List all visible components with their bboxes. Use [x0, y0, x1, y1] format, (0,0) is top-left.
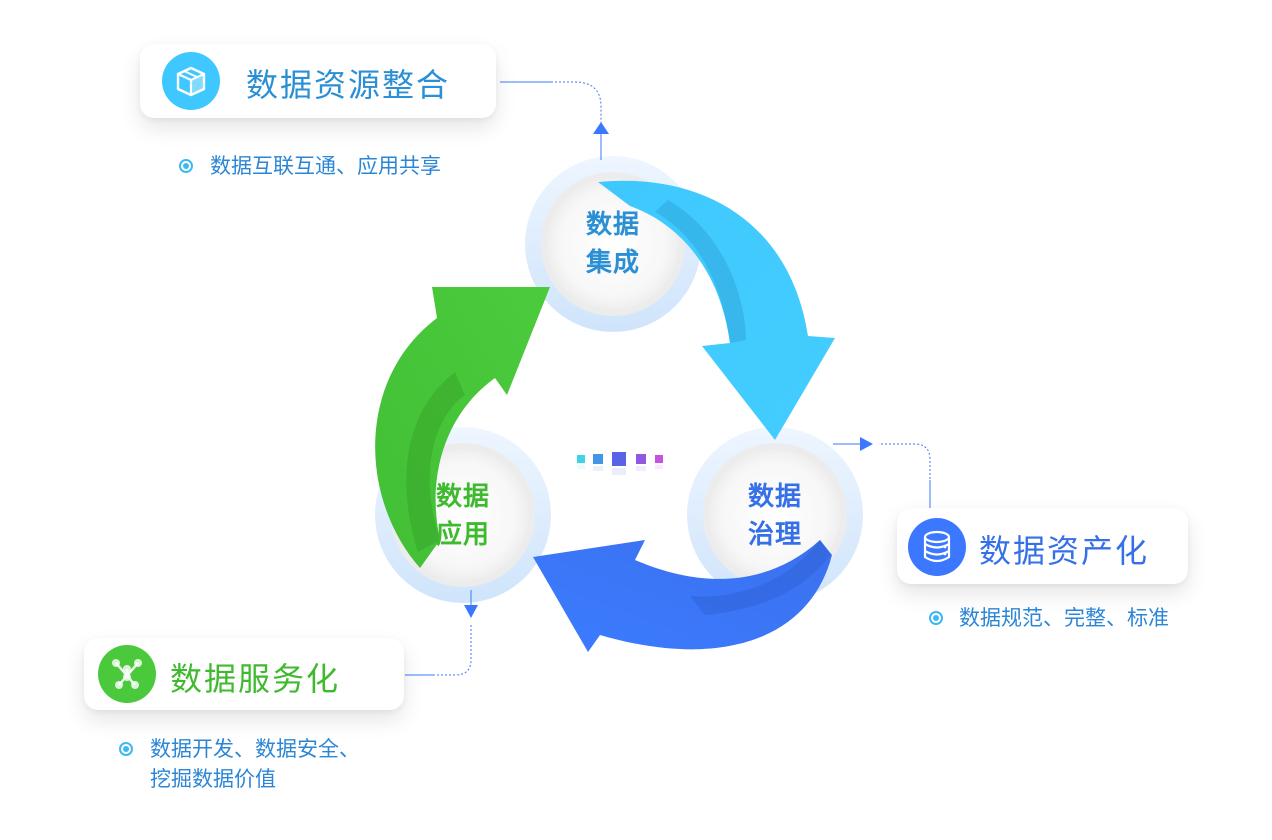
- arrow-governance-to-application: [533, 540, 832, 652]
- node-application-label: 数据 应用: [423, 478, 503, 554]
- node-application-line2: 应用: [435, 520, 490, 550]
- node-application-line1: 数据: [435, 482, 490, 512]
- node-governance-label: 数据 治理: [735, 478, 815, 554]
- center-square: [636, 454, 646, 464]
- node-governance-line2: 治理: [747, 520, 802, 550]
- node-governance-line1: 数据: [747, 482, 802, 512]
- bullet-dot-icon: [119, 742, 133, 756]
- connector-application: [405, 590, 478, 676]
- center-square-reflection: [577, 465, 585, 469]
- bullet-dot-icon: [929, 611, 943, 625]
- center-square: [612, 452, 626, 466]
- connector-governance: [833, 437, 931, 510]
- node-integration-line2: 集成: [585, 248, 640, 278]
- center-square-reflection: [593, 466, 603, 471]
- arrow-integration-to-governance: [598, 180, 835, 440]
- connector-integration: [500, 81, 609, 160]
- database-icon: [908, 518, 966, 576]
- box-icon: [162, 52, 220, 110]
- center-square-reflection: [655, 465, 663, 469]
- network-icon: [98, 645, 156, 703]
- node-integration-label: 数据 集成: [573, 206, 653, 282]
- card-assetization: 数据资产化: [897, 508, 1188, 584]
- card-servitization-bullet-2: 挖掘数据价值: [150, 767, 276, 791]
- center-square: [655, 455, 663, 463]
- center-square: [593, 454, 603, 464]
- center-square-reflection: [636, 466, 646, 471]
- center-square-reflection: [612, 468, 626, 475]
- card-resource-integration-title: 数据资源整合: [246, 66, 451, 104]
- card-assetization-bullet: 数据规范、完整、标准: [959, 606, 1169, 630]
- card-servitization-title: 数据服务化: [170, 660, 341, 698]
- center-squares: [577, 452, 663, 475]
- card-assetization-title: 数据资产化: [979, 532, 1150, 570]
- card-resource-integration: 数据资源整合: [140, 44, 496, 118]
- center-square: [577, 455, 585, 463]
- node-integration-line1: 数据: [585, 210, 640, 240]
- card-servitization: 数据服务化: [84, 638, 404, 710]
- bullet-dot-icon: [179, 159, 193, 173]
- arrow-application-to-integration: [375, 287, 550, 568]
- card-servitization-bullet-1: 数据开发、数据安全、: [150, 737, 360, 761]
- card-resource-integration-bullet: 数据互联互通、应用共享: [210, 154, 441, 178]
